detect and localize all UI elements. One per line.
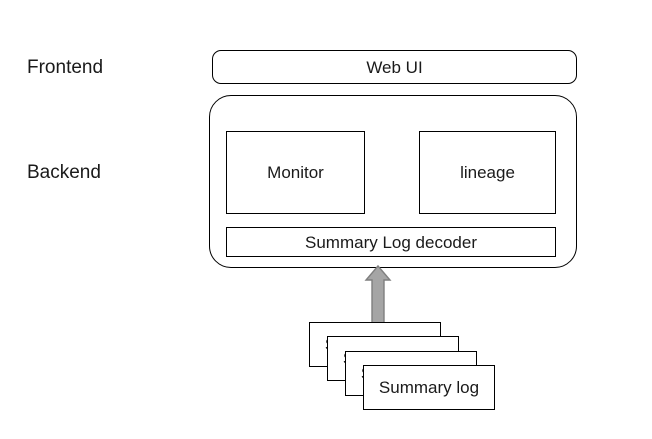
tier-label-frontend: Frontend	[27, 57, 104, 78]
upward-arrow-icon	[364, 264, 392, 325]
web-ui-box[interactable]: Web UI	[212, 50, 577, 84]
summary-log-decoder-box[interactable]: Summary Log decoder	[226, 227, 556, 257]
monitor-label: Monitor	[267, 163, 324, 182]
summary-log-decoder-label: Summary Log decoder	[305, 232, 477, 252]
summary-log-card-front[interactable]: Summary log	[363, 365, 495, 410]
tier-label-backend: Backend	[27, 162, 101, 183]
web-ui-label: Web UI	[366, 57, 423, 77]
monitor-box[interactable]: Monitor	[226, 131, 365, 214]
summary-log-label: Summary log	[378, 378, 480, 397]
lineage-label: lineage	[460, 163, 515, 182]
lineage-box[interactable]: lineage	[419, 131, 556, 214]
